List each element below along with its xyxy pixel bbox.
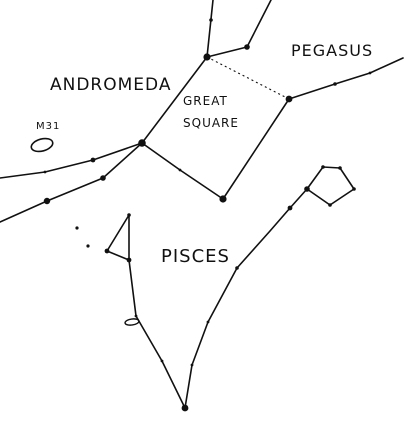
star [104, 248, 110, 254]
star [368, 71, 372, 75]
pisces-lines [106, 166, 355, 409]
star [338, 166, 342, 170]
star [178, 168, 182, 172]
m31-galaxy [30, 137, 54, 153]
star [219, 195, 227, 203]
pisces-left-arm [128, 259, 186, 409]
star [127, 213, 131, 217]
star [287, 205, 293, 211]
star [203, 53, 211, 61]
pegasus-line [288, 57, 404, 100]
star [138, 139, 146, 147]
star [333, 82, 337, 86]
star [100, 175, 106, 181]
star [206, 320, 210, 324]
star [209, 18, 213, 22]
star [244, 44, 250, 50]
pisces-galaxy [124, 318, 140, 326]
andromeda-upper-chain [0, 142, 143, 179]
great-square-right-edge [222, 98, 290, 200]
star [181, 404, 189, 412]
star [75, 226, 79, 230]
star [328, 203, 332, 207]
star [352, 187, 356, 191]
star [304, 186, 310, 192]
star [126, 257, 132, 263]
great-square-dashed-edge [206, 56, 290, 100]
andromeda-lines [0, 142, 143, 223]
star [43, 170, 47, 174]
label-m31: M31 [36, 121, 60, 132]
star [235, 266, 239, 270]
label-great: GREAT [183, 94, 228, 108]
label-pegasus: PEGASUS [291, 41, 373, 60]
star [90, 157, 96, 163]
line-upper-right [206, 0, 272, 58]
star [134, 314, 138, 318]
label-pisces: PISCES [161, 246, 230, 267]
line-square-top [141, 56, 208, 144]
pisces-left-triangle [106, 214, 130, 261]
star [43, 197, 51, 205]
star [160, 359, 164, 363]
line-upper-left [206, 0, 214, 58]
star [321, 165, 325, 169]
pisces-circlet [306, 166, 355, 206]
star [285, 95, 293, 103]
stars [43, 18, 372, 412]
label-square: SQUARE [183, 116, 239, 130]
label-andromeda: ANDROMEDA [50, 75, 171, 95]
great-square-bottom-edge [141, 142, 224, 200]
andromeda-lower-chain [0, 142, 143, 223]
star [190, 363, 194, 367]
pisces-right-arm [184, 188, 308, 409]
star [86, 244, 90, 248]
